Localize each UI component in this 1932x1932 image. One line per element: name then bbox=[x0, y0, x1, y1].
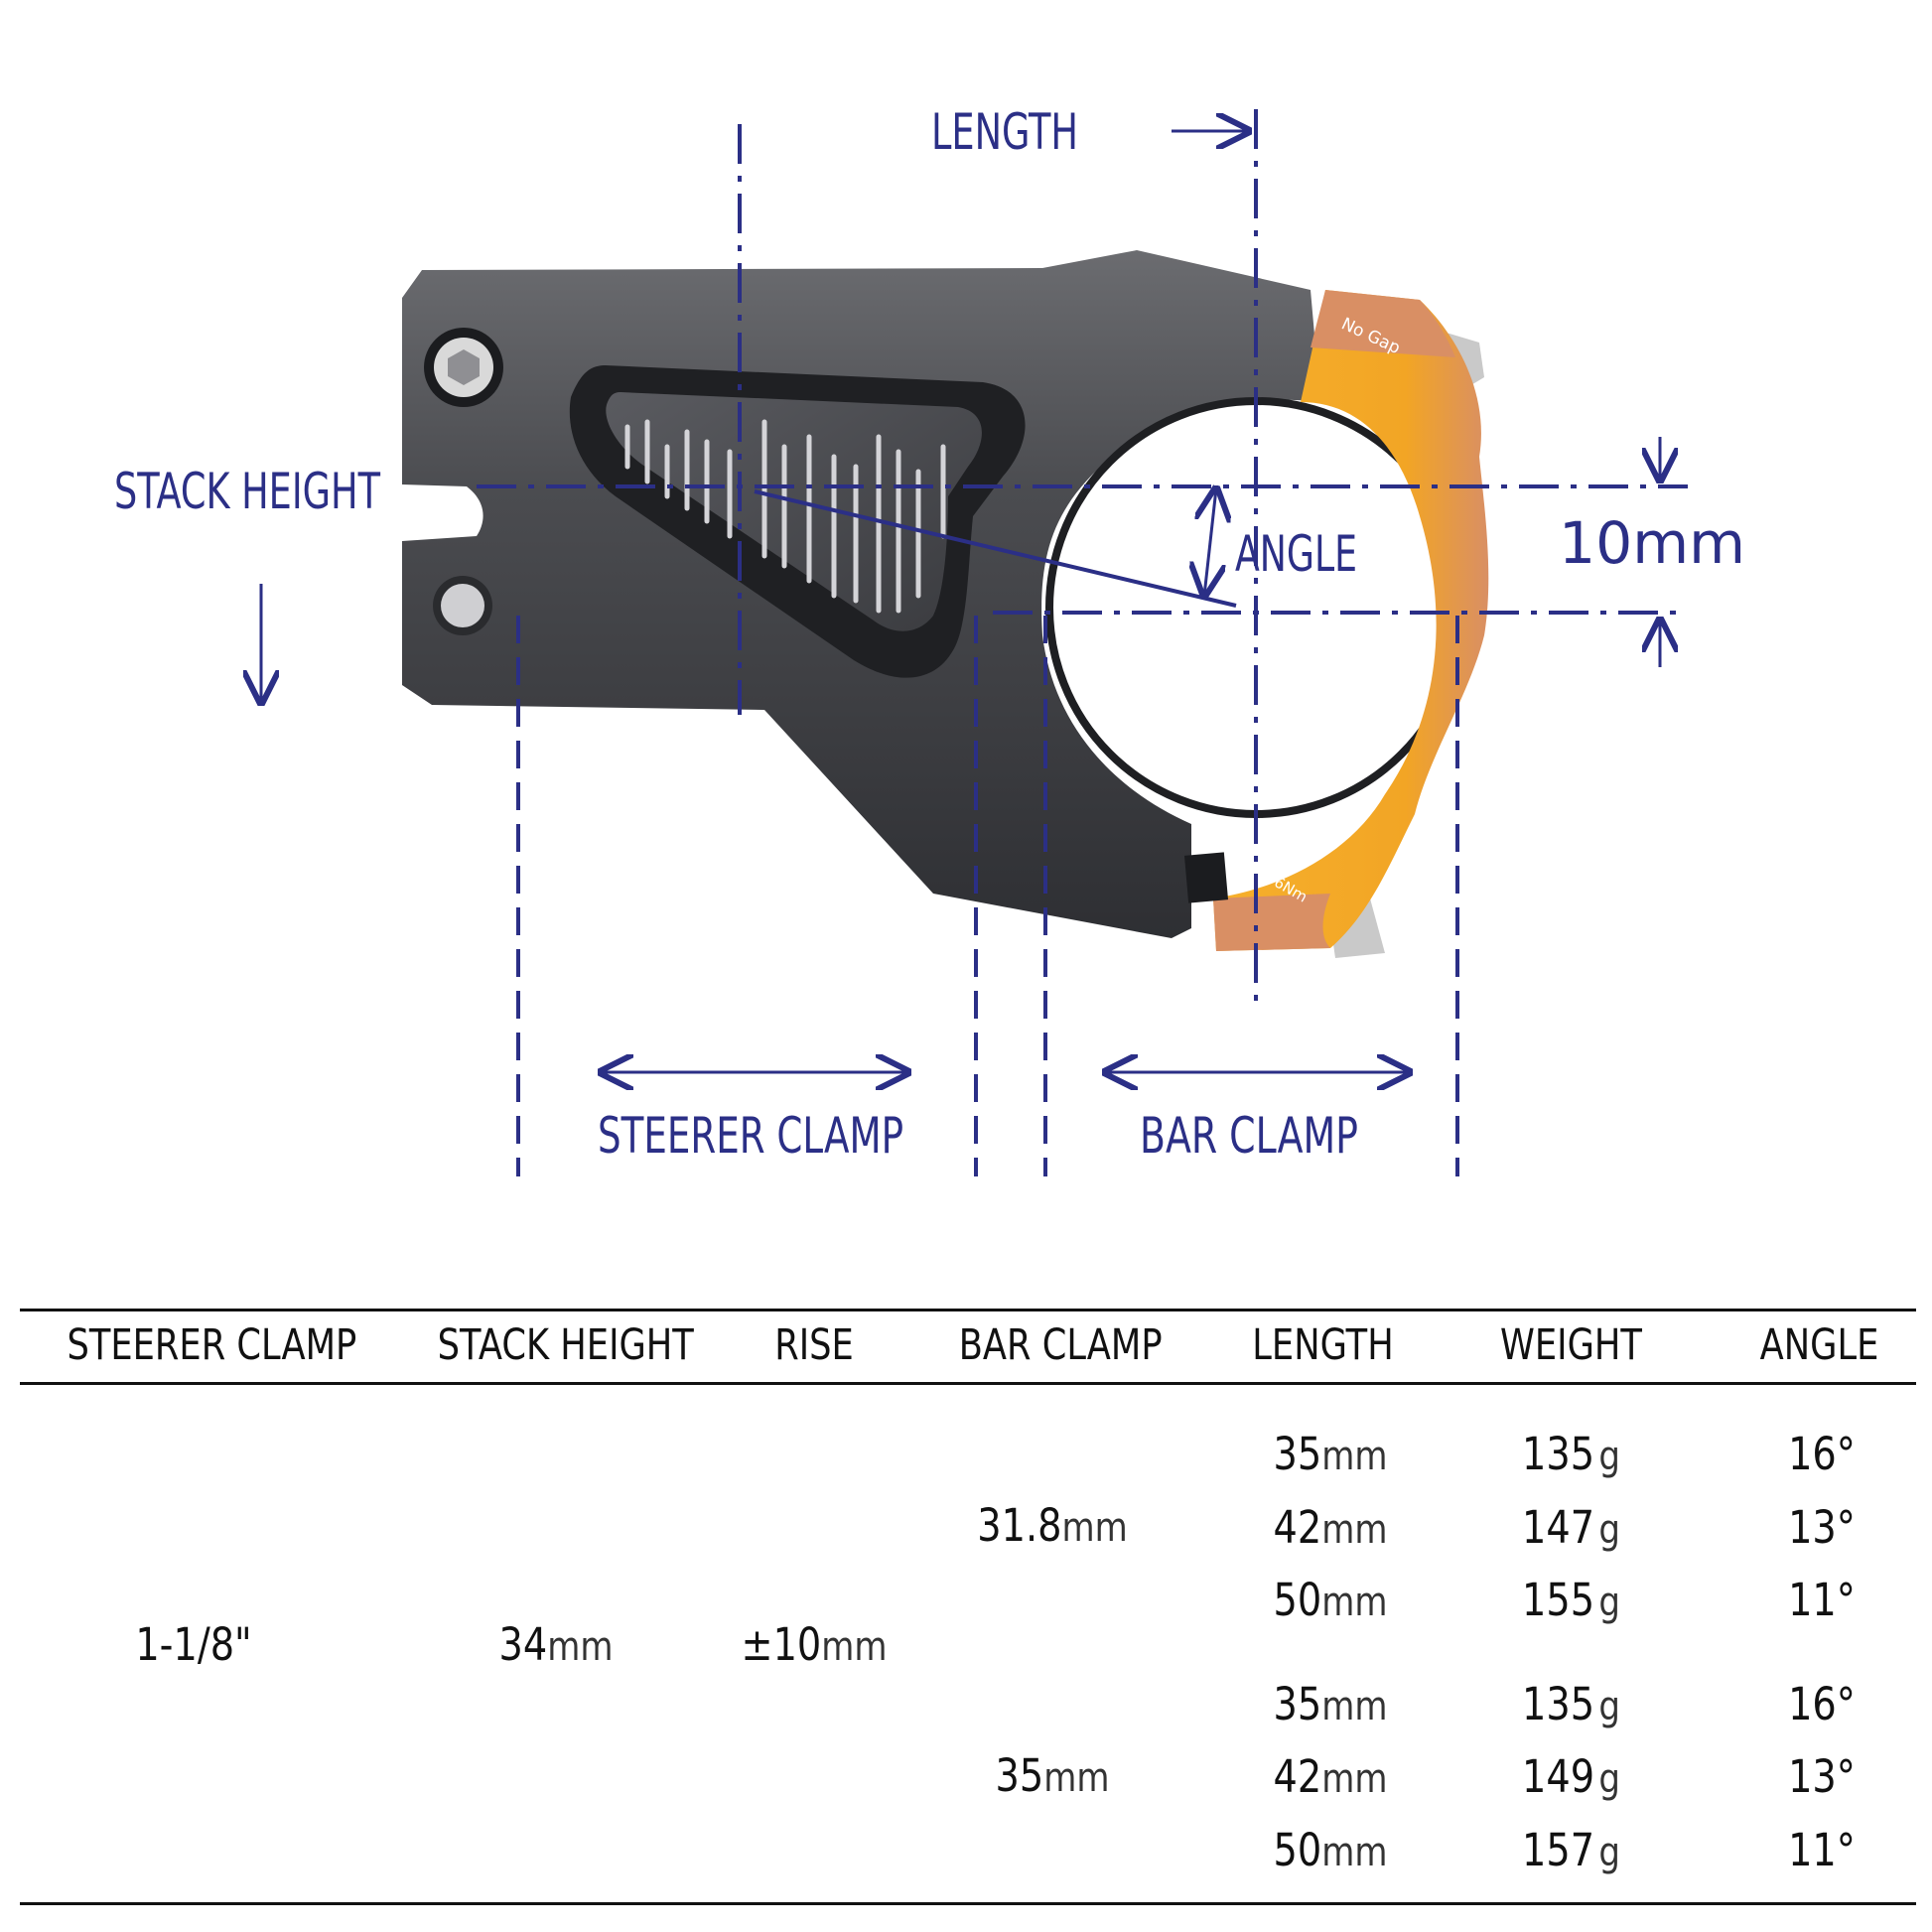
weight-value: 135 g bbox=[1522, 1678, 1620, 1730]
bar-clamp-value-group-2: 35mm bbox=[995, 1749, 1110, 1802]
header-weight: WEIGHT bbox=[1500, 1320, 1642, 1370]
pocket-slots bbox=[624, 419, 946, 614]
table-header-rule bbox=[20, 1382, 1916, 1385]
weight-value: 155 g bbox=[1522, 1574, 1620, 1626]
header-rise: RISE bbox=[774, 1320, 854, 1370]
length-value: 50mm bbox=[1273, 1574, 1388, 1626]
angle-value: 13° bbox=[1788, 1750, 1856, 1803]
rise-label: 10mm bbox=[1559, 509, 1745, 577]
steerer-clamp-value: 1-1/8" bbox=[135, 1618, 252, 1671]
angle-value: 13° bbox=[1788, 1501, 1856, 1554]
stem-diagram: No Gap MAX. 6Nm LENGTH STACK HEIGHT ANGL… bbox=[114, 103, 1745, 1176]
length-value: 50mm bbox=[1273, 1824, 1388, 1876]
angle-value: 16° bbox=[1788, 1428, 1856, 1480]
stack-height-value: 34mm bbox=[498, 1618, 614, 1671]
weight-value: 147 g bbox=[1522, 1501, 1620, 1554]
angle-arrow bbox=[1204, 488, 1216, 596]
stack-height-label: STACK HEIGHT bbox=[114, 463, 380, 520]
length-value: 42mm bbox=[1273, 1501, 1388, 1554]
angle-value: 11° bbox=[1788, 1824, 1856, 1876]
stem-pocket-inner bbox=[606, 392, 982, 631]
angle-label: ANGLE bbox=[1235, 525, 1357, 583]
annotation-lines bbox=[477, 109, 1688, 1176]
bar-clamp-faceplate bbox=[1213, 290, 1489, 951]
table-bottom-rule bbox=[20, 1902, 1916, 1905]
table-top-rule bbox=[20, 1309, 1916, 1311]
angle-value: 11° bbox=[1788, 1574, 1856, 1626]
steerer-clamp-label: STEERER CLAMP bbox=[598, 1107, 903, 1165]
weight-value: 157 g bbox=[1522, 1824, 1620, 1876]
bar-clamp-label: BAR CLAMP bbox=[1140, 1107, 1358, 1165]
length-value: 35mm bbox=[1273, 1428, 1388, 1480]
bar-clamp-value-group-1: 31.8mm bbox=[977, 1499, 1128, 1552]
faceplate-top-cap bbox=[1311, 290, 1455, 357]
header-stack-height: STACK HEIGHT bbox=[437, 1320, 694, 1370]
steerer-bolt-top bbox=[424, 328, 503, 407]
weight-value: 135 g bbox=[1522, 1428, 1620, 1480]
header-bar-clamp: BAR CLAMP bbox=[958, 1320, 1163, 1370]
steerer-bolt-bottom bbox=[433, 576, 492, 635]
weight-value: 149 g bbox=[1522, 1750, 1620, 1803]
length-label: LENGTH bbox=[931, 103, 1078, 161]
faceplate-bottom-cap bbox=[1213, 894, 1330, 951]
header-angle: ANGLE bbox=[1759, 1320, 1879, 1370]
rise-value: ±10mm bbox=[741, 1618, 888, 1671]
header-length: LENGTH bbox=[1252, 1320, 1394, 1370]
header-steerer-clamp: STEERER CLAMP bbox=[67, 1320, 357, 1370]
annotation-arrows bbox=[261, 131, 1660, 1072]
angle-value: 16° bbox=[1788, 1678, 1856, 1730]
length-value: 42mm bbox=[1273, 1750, 1388, 1803]
length-value: 35mm bbox=[1273, 1678, 1388, 1730]
faceplate-bolt bbox=[1183, 852, 1229, 903]
